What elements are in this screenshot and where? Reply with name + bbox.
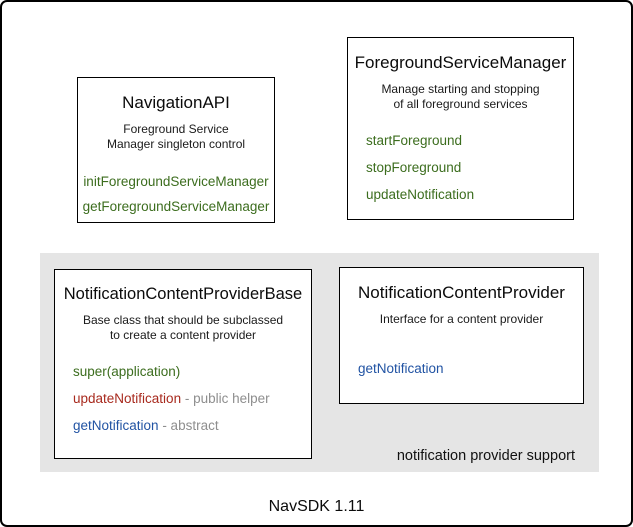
method-name: getNotification xyxy=(73,417,159,433)
class-description: Base class that should be subclassed to … xyxy=(82,313,284,343)
method-row: stopForeground xyxy=(366,160,573,175)
method-row: getForegroundServiceManager xyxy=(78,199,274,214)
panel-label: notification provider support xyxy=(396,448,575,464)
class-box-notification-content-provider-base: NotificationContentProviderBase Base cla… xyxy=(54,269,312,459)
class-title: NotificationContentProvider xyxy=(358,283,565,302)
method-row: initForegroundServiceManager xyxy=(78,174,274,189)
method-list: super(application) updateNotification - … xyxy=(55,364,311,433)
method-row: updateNotification - public helper xyxy=(73,391,311,406)
class-description: Manage starting and stopping of all fore… xyxy=(381,82,540,112)
method-row: getNotification - abstract xyxy=(73,418,311,433)
method-list: getNotification xyxy=(340,361,583,376)
method-name: getNotification xyxy=(358,361,444,377)
method-name: super(application) xyxy=(73,363,181,379)
method-name: updateNotification xyxy=(73,390,182,406)
class-box-navigation-api: NavigationAPI Foreground Service Manager… xyxy=(77,77,275,223)
method-list: startForeground stopForeground updateNot… xyxy=(348,133,573,202)
method-annotation: - abstract xyxy=(158,417,219,433)
method-name: startForeground xyxy=(366,132,463,148)
method-name: stopForeground xyxy=(366,159,462,175)
method-name: initForegroundServiceManager xyxy=(83,173,269,189)
class-title: NotificationContentProviderBase xyxy=(63,285,303,303)
class-description: Foreground Service Manager singleton con… xyxy=(106,122,246,152)
class-box-notification-content-provider: NotificationContentProvider Interface fo… xyxy=(339,267,584,404)
method-row: updateNotification xyxy=(366,187,573,202)
class-title: ForegroundServiceManager xyxy=(354,53,567,72)
method-row: getNotification xyxy=(358,361,583,376)
method-name: updateNotification xyxy=(366,186,475,202)
method-name: getForegroundServiceManager xyxy=(82,198,270,214)
class-box-foreground-service-manager: ForegroundServiceManager Manage starting… xyxy=(347,37,574,220)
method-annotation: - public helper xyxy=(181,390,270,406)
method-row: super(application) xyxy=(73,364,311,379)
class-description: Interface for a content provider xyxy=(379,312,544,326)
method-list: initForegroundServiceManager getForegrou… xyxy=(78,174,274,214)
method-row: startForeground xyxy=(366,133,573,148)
sdk-version-label: NavSDK 1.11 xyxy=(268,498,365,515)
class-title: NavigationAPI xyxy=(122,93,230,112)
